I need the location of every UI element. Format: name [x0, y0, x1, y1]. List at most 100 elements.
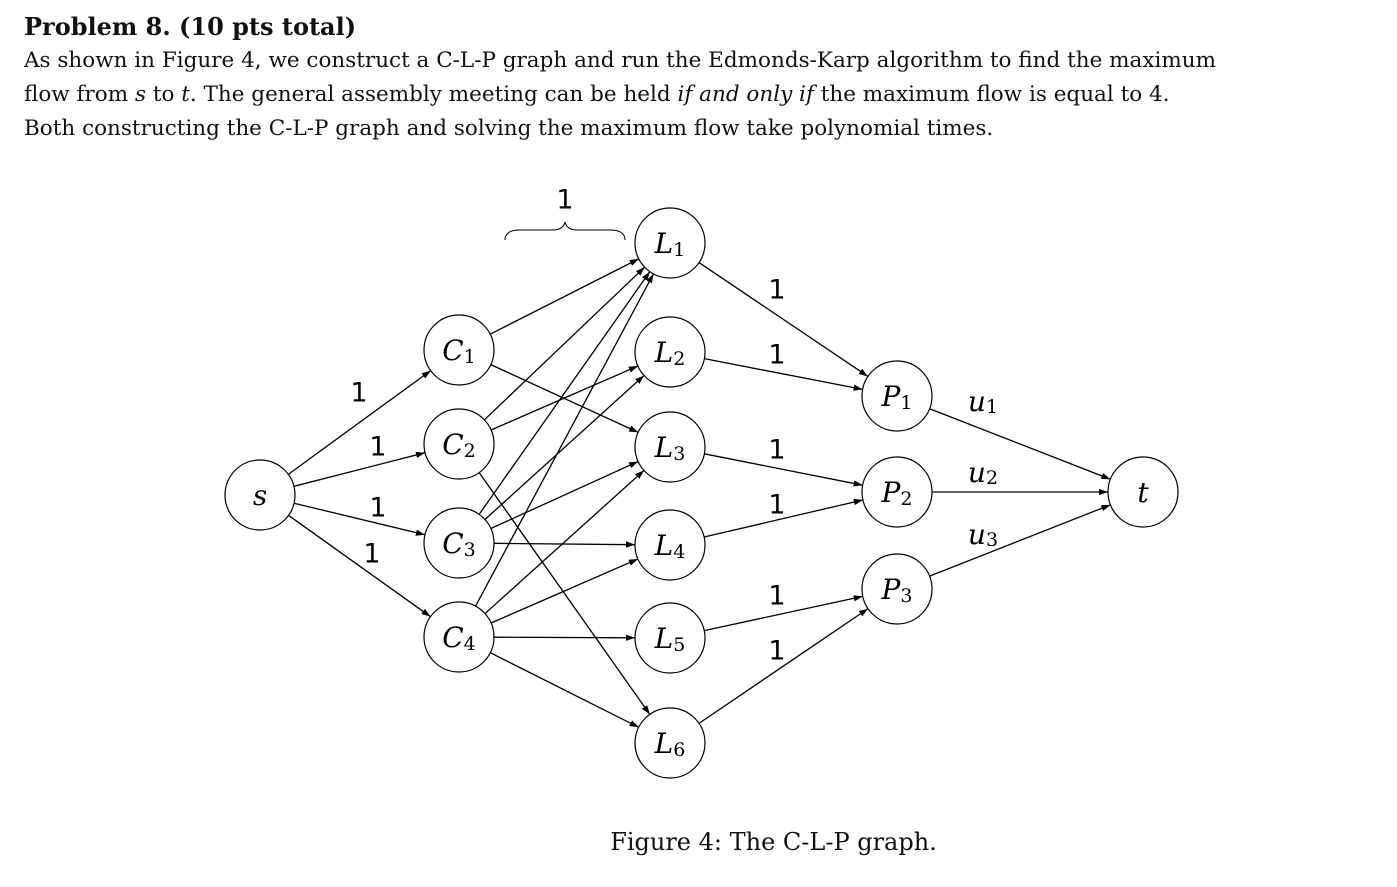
node-circle [634, 509, 706, 581]
node-l4: L4 [634, 509, 706, 581]
node-l5: L5 [634, 602, 706, 674]
edge-label-l4-p2: 1 [768, 490, 785, 521]
edge-s-c2 [293, 451, 426, 487]
problem-points: (10 pts total) [179, 12, 357, 41]
node-circle [423, 601, 495, 673]
brace-label: 1 [556, 185, 573, 216]
edge-l3-p2 [704, 453, 863, 487]
edge-s-c1 [287, 370, 432, 475]
edge-label-l3-p2: 1 [768, 435, 785, 466]
statement-line-2a: flow from [24, 82, 135, 107]
edge-l4-p2 [703, 498, 864, 538]
node-t: t [1107, 456, 1179, 528]
edge-s-c4 [288, 514, 431, 618]
node-circle [1107, 456, 1179, 528]
node-label: C1 [442, 334, 476, 369]
statement-line-2b: to [145, 82, 182, 107]
edge-label-l1-p1: 1 [768, 275, 785, 306]
edge-s-c3 [293, 502, 426, 536]
var-s: s [134, 82, 146, 107]
node-label: s [253, 479, 267, 512]
edge-label-s-c3: 1 [369, 493, 386, 524]
edge-c2-l2 [490, 365, 639, 431]
edge-p1-t [929, 408, 1111, 480]
node-label: C3 [442, 527, 476, 562]
edge-c3-l2 [484, 375, 645, 520]
node-label: L6 [654, 727, 686, 762]
node-circle [861, 360, 933, 432]
edge-c4-l5 [493, 634, 636, 641]
node-circle [224, 459, 296, 531]
node-p2: P2 [861, 456, 933, 528]
node-label: L5 [654, 622, 686, 657]
capacity-brace [504, 221, 626, 241]
edges-layer [287, 258, 1111, 728]
edge-label-p3-t: u3 [968, 518, 998, 552]
problem-block: Problem 8. (10 pts total) As shown in Fi… [24, 10, 1384, 146]
edge-p3-t [929, 504, 1111, 577]
edge-c4-l1 [474, 273, 655, 607]
edge-c4-l3 [484, 469, 645, 615]
edge-c3-l3 [490, 460, 639, 530]
node-label: P2 [881, 476, 913, 511]
statement-line-2d: the maximum flow is equal to 4. [813, 82, 1170, 107]
node-c2: C2 [423, 408, 495, 480]
edge-label-s-c2: 1 [369, 432, 386, 463]
edge-label-l5-p3: 1 [768, 581, 785, 612]
node-l1: L1 [634, 207, 706, 279]
node-circle [634, 411, 706, 483]
node-label: P3 [881, 573, 913, 608]
node-circle [423, 408, 495, 480]
node-label: C4 [442, 621, 476, 656]
node-circle [634, 602, 706, 674]
edge-label-p2-t: u2 [968, 456, 998, 490]
edge-l1-p1 [698, 262, 869, 377]
statement-line-3: Both constructing the C-L-P graph and so… [24, 116, 994, 141]
edge-label-s-c4: 1 [363, 539, 380, 570]
node-circle [423, 507, 495, 579]
edge-c1-l1 [489, 258, 640, 335]
node-p3: P3 [861, 553, 933, 625]
edge-l2-p1 [704, 358, 863, 391]
node-circle [634, 207, 706, 279]
edge-label-l2-p1: 1 [768, 340, 785, 371]
node-circle [861, 456, 933, 528]
edge-c2-l1 [483, 266, 646, 421]
node-l3: L3 [634, 411, 706, 483]
node-circle [634, 316, 706, 388]
statement-line-1: As shown in Figure 4, we construct a C-L… [24, 48, 1216, 73]
edge-c4-l4 [490, 558, 639, 624]
statement-line-2c: . The general assembly meeting can be he… [189, 82, 678, 107]
node-c1: C1 [423, 314, 495, 386]
node-circle [634, 707, 706, 779]
node-label: L2 [654, 336, 686, 371]
node-label: L1 [654, 227, 686, 262]
edge-c3-l4 [493, 541, 636, 548]
node-l6: L6 [634, 707, 706, 779]
node-c4: C4 [423, 601, 495, 673]
edge-c2-l6 [478, 472, 651, 715]
edge-l5-p3 [704, 595, 863, 632]
node-label: t [1137, 476, 1149, 509]
node-circle [423, 314, 495, 386]
problem-statement: As shown in Figure 4, we construct a C-L… [24, 44, 1384, 146]
node-label: P1 [881, 380, 913, 415]
edge-labels-layer: 1 1 1 1 1 1 1 1 1 1 u1 u2 u3 [350, 275, 998, 667]
node-label: L4 [654, 529, 686, 564]
node-c3: C3 [423, 507, 495, 579]
node-label: C2 [442, 428, 476, 463]
problem-number: Problem 8. [24, 12, 171, 41]
edge-label-p1-t: u1 [968, 385, 998, 419]
edge-c3-l1 [478, 271, 651, 515]
iff-emphasis: if and only if [677, 82, 814, 107]
node-l2: L2 [634, 316, 706, 388]
edge-label-s-c1: 1 [350, 378, 367, 409]
edge-l6-p3 [698, 608, 869, 724]
figure-caption: Figure 4: The C-L-P graph. [610, 828, 937, 856]
edge-c4-l6 [489, 652, 640, 728]
node-label: L3 [654, 431, 686, 466]
node-circle [861, 553, 933, 625]
edge-label-l6-p3: 1 [768, 636, 785, 667]
